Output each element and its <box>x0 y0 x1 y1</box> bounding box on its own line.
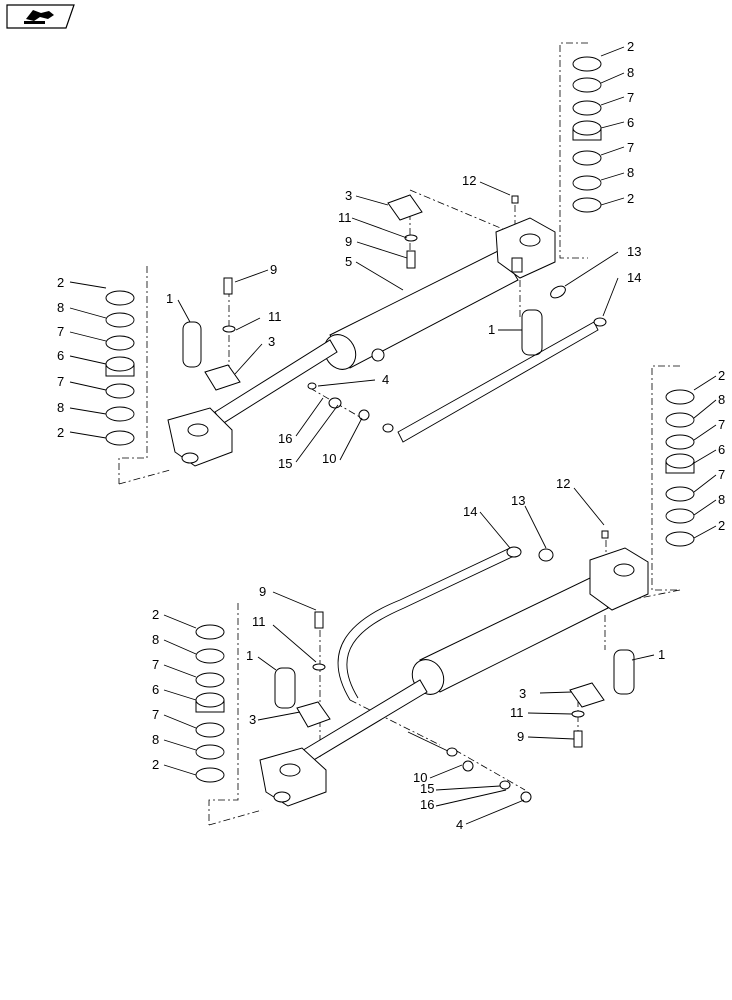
callout-u-7d: 7 <box>57 374 64 389</box>
callout-l-16: 16 <box>420 797 434 812</box>
callout-l-8c: 8 <box>152 632 159 647</box>
callout-u-2d: 2 <box>57 425 64 440</box>
callout-l-3a: 3 <box>249 712 256 727</box>
callout-l-10: 10 <box>413 770 427 785</box>
callout-u-16: 16 <box>278 431 292 446</box>
lower-cylinder-barrel <box>411 577 609 695</box>
callout-l-6b: 6 <box>152 682 159 697</box>
callout-l-2c: 2 <box>152 607 159 622</box>
callout-l-7b: 7 <box>718 467 725 482</box>
callout-u-8c: 8 <box>57 300 64 315</box>
callout-u-3b: 3 <box>268 334 275 349</box>
callout-u-13: 13 <box>627 244 641 259</box>
callout-u-11b: 11 <box>268 309 282 324</box>
callout-l-8a: 8 <box>718 392 725 407</box>
callout-l-7a: 7 <box>718 417 725 432</box>
callout-l-7c: 7 <box>152 657 159 672</box>
callout-u-9a: 9 <box>345 234 352 249</box>
callout-l-2d: 2 <box>152 757 159 772</box>
callout-l-3b: 3 <box>519 686 526 701</box>
callout-l-6a: 6 <box>718 442 725 457</box>
callout-l-2b: 2 <box>718 518 725 533</box>
upper-pin-right <box>521 309 543 356</box>
upper-pin-left <box>182 321 202 368</box>
callout-l-9a: 9 <box>259 584 266 599</box>
callout-u-4: 4 <box>382 372 389 387</box>
callout-u-8d: 8 <box>57 400 64 415</box>
callout-u-2b: 2 <box>627 191 634 206</box>
callout-u-5: 5 <box>345 254 352 269</box>
callout-u-8b: 8 <box>627 165 634 180</box>
callout-l-8d: 8 <box>152 732 159 747</box>
callout-u-6a: 6 <box>627 115 634 130</box>
callout-u-8a: 8 <box>627 65 634 80</box>
callout-l-8b: 8 <box>718 492 725 507</box>
callout-u-7b: 7 <box>627 140 634 155</box>
callout-l-7d: 7 <box>152 707 159 722</box>
callout-l-12: 12 <box>556 476 570 491</box>
callout-l-14: 14 <box>463 504 477 519</box>
callout-u-7a: 7 <box>627 90 634 105</box>
upper-bolt-9a <box>406 250 416 269</box>
lower-seal-stack-left <box>195 624 225 783</box>
callout-u-2a: 2 <box>627 39 634 54</box>
lower-cylinder-assembly: 2 8 7 6 7 8 2 12 13 14 9 11 1 3 2 8 7 6 … <box>152 365 725 832</box>
callout-u-3a: 3 <box>345 188 352 203</box>
callout-u-11a: 11 <box>338 210 352 225</box>
upper-seal-stack-right <box>572 56 602 213</box>
callout-l-11b: 11 <box>510 705 524 720</box>
upper-rod-clevis <box>167 407 233 467</box>
upper-cylinder-assembly: 2 8 7 6 7 8 2 12 3 11 9 5 13 14 1 2 8 7 … <box>57 39 641 485</box>
callout-l-9b: 9 <box>517 729 524 744</box>
callout-u-1a: 1 <box>488 322 495 337</box>
callout-l-13: 13 <box>511 493 525 508</box>
callout-u-9b: 9 <box>270 262 277 277</box>
callout-l-2a: 2 <box>718 368 725 383</box>
callout-u-6b: 6 <box>57 348 64 363</box>
callout-u-15: 15 <box>278 456 292 471</box>
lower-pin-right <box>613 649 635 695</box>
lower-pin-left <box>274 667 296 709</box>
upper-head-clevis <box>495 217 556 279</box>
callout-l-11a: 11 <box>252 614 266 629</box>
lower-seal-stack-right <box>665 389 695 547</box>
callout-u-2c: 2 <box>57 275 64 290</box>
callout-u-1b: 1 <box>166 291 173 306</box>
callout-l-4: 4 <box>456 817 463 832</box>
callout-u-12: 12 <box>462 173 476 188</box>
callout-l-1b: 1 <box>658 647 665 662</box>
upper-seal-stack-left <box>105 290 135 446</box>
upper-lock-plate-bottom <box>204 364 241 391</box>
upper-bolt-9b <box>223 277 233 295</box>
lower-head-clevis <box>589 547 649 611</box>
callout-u-7c: 7 <box>57 324 64 339</box>
next-page-arrow-icon[interactable] <box>6 4 75 29</box>
upper-lock-plate-top <box>387 194 423 221</box>
callout-l-15: 15 <box>420 781 434 796</box>
callout-l-1a: 1 <box>246 648 253 663</box>
callout-u-10: 10 <box>322 451 336 466</box>
callout-u-14: 14 <box>627 270 641 285</box>
lower-rod-clevis <box>259 747 327 807</box>
